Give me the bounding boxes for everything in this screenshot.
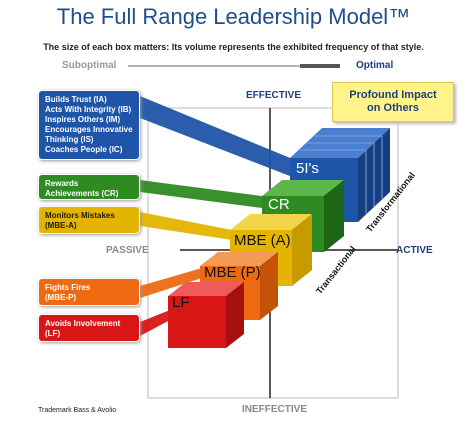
side-box-line: Thinking (IS) — [45, 135, 94, 144]
side-box-cr: Rewards Achievements (CR) — [38, 174, 140, 200]
scale-label-optimal: Optimal — [356, 60, 394, 71]
side-box-line: Avoids Involvement — [45, 319, 121, 328]
connector-mbe-a — [140, 212, 232, 240]
side-box-line: Coaches People (IC) — [45, 145, 123, 154]
cube-label-mbe-a: MBE (A) — [234, 232, 291, 249]
impact-box: Profound Impact on Others — [332, 82, 454, 122]
connector-lf — [140, 310, 170, 336]
axis-label-ineffective: INEFFECTIVE — [242, 404, 308, 415]
side-box-mbe-p: Fights Fires (MBE-P) — [38, 278, 140, 306]
side-box-line: Acts With Integrity (IB) — [45, 105, 132, 114]
subtitle: The size of each box matters: Its volume… — [43, 42, 424, 52]
axis-label-effective: EFFECTIVE — [246, 90, 302, 101]
side-box-line: Achievements (CR) — [45, 189, 119, 198]
side-box-line: Fights Fires — [45, 283, 91, 292]
side-box-mbe-a: Monitors Mistakes (MBE-A) — [38, 206, 140, 234]
scale-bar-marker — [300, 64, 340, 68]
cube-label-5is: 5I's — [296, 160, 319, 177]
side-box-line: (LF) — [45, 329, 61, 338]
footer-trademark: Trademark Bass & Avolio — [38, 407, 117, 414]
side-box-line: Rewards — [45, 179, 79, 188]
side-box-line: (MBE-P) — [45, 293, 77, 302]
cube-lf — [168, 282, 244, 348]
side-box-line: Builds Trust (IA) — [45, 95, 107, 104]
cube-label-lf: LF — [172, 294, 190, 311]
page-title: The Full Range Leadership Model™ — [56, 4, 411, 29]
side-box-lf: Avoids Involvement (LF) — [38, 314, 140, 342]
chart-frame — [147, 107, 399, 399]
side-box-line: (MBE-A) — [45, 221, 77, 230]
scale-label-suboptimal: Suboptimal — [62, 60, 117, 71]
connector-5is — [140, 96, 295, 178]
connector-mbe-p — [140, 268, 202, 298]
cube-label-mbe-p: MBE (P) — [204, 264, 261, 281]
connector-cr — [140, 180, 262, 208]
side-box-5is: Builds Trust (IA) Acts With Integrity (I… — [38, 90, 140, 160]
cube-label-cr: CR — [268, 196, 290, 213]
axis-label-passive: PASSIVE — [106, 245, 149, 256]
side-box-line: Inspires Others (IM) — [45, 115, 121, 124]
side-box-line: Monitors Mistakes — [45, 211, 115, 220]
side-box-line: Encourages Innovative — [45, 125, 133, 134]
axis-label-active: ACTIVE — [396, 245, 433, 256]
